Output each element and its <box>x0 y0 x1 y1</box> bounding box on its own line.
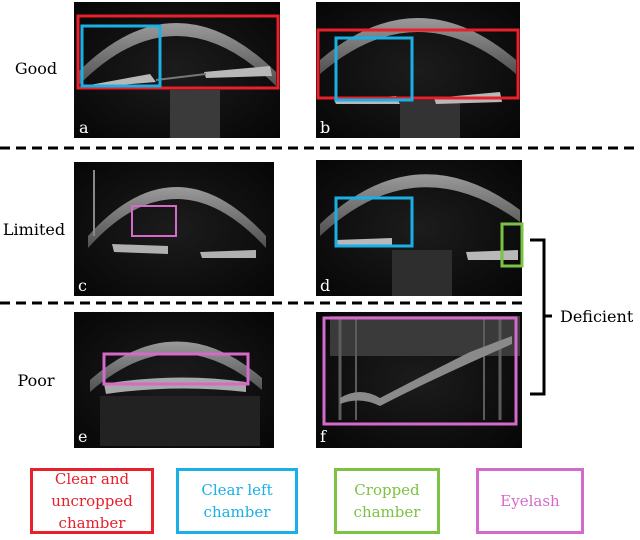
oct-image-d <box>316 160 522 296</box>
legend-eyelash: Eyelash <box>476 468 584 534</box>
panel-letter-a: a <box>79 118 89 137</box>
legend-clear-left-text: Clear left chamber <box>201 479 272 523</box>
legend-clear-uncropped: Clear and uncropped chamber <box>30 468 154 534</box>
panel-letter-e: e <box>78 427 87 446</box>
row-label-limited: Limited <box>3 220 65 239</box>
panel-letter-c: c <box>78 276 87 295</box>
legend-cropped: Cropped chamber <box>334 468 440 534</box>
oct-image-b <box>316 2 520 138</box>
panel-letter-b: b <box>320 118 330 137</box>
deficient-label: Deficient <box>560 307 634 326</box>
row-label-poor: Poor <box>17 371 54 390</box>
legend-eyelash-text: Eyelash <box>500 490 559 512</box>
oct-image-c <box>74 162 274 296</box>
legend-clear-uncropped-text: Clear and uncropped chamber <box>51 468 133 534</box>
legend-clear-left: Clear left chamber <box>176 468 298 534</box>
legend-cropped-text: Cropped chamber <box>354 479 421 523</box>
panel-letter-d: d <box>320 276 330 295</box>
oct-image-a <box>74 2 280 138</box>
oct-image-f <box>316 312 522 448</box>
deficient-bracket <box>530 240 552 394</box>
row-label-good: Good <box>15 59 57 78</box>
